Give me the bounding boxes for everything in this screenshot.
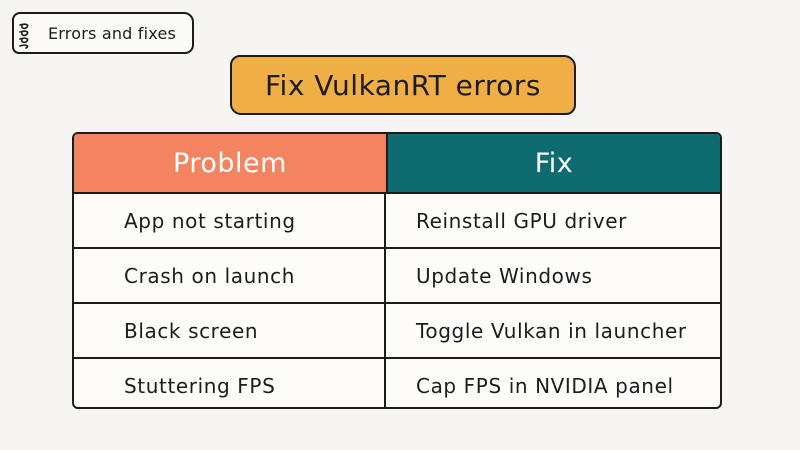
section-tag: Errors and fixes: [12, 12, 194, 54]
fix-cell: Toggle Vulkan in launcher: [416, 318, 687, 343]
header-problem: Problem: [74, 134, 388, 192]
title-banner: Fix VulkanRT errors: [230, 55, 576, 115]
table-row: Black screen Toggle Vulkan in launcher: [74, 304, 720, 359]
problem-cell: Black screen: [74, 304, 386, 357]
spiral-binding-icon: [19, 23, 29, 49]
header-fix: Fix: [388, 134, 720, 192]
table-header: Problem Fix: [74, 134, 720, 194]
problem-cell: Stuttering FPS: [74, 359, 386, 407]
fix-cell: Cap FPS in NVIDIA panel: [416, 373, 674, 398]
table-row: Stuttering FPS Cap FPS in NVIDIA panel: [74, 359, 720, 407]
page-title: Fix VulkanRT errors: [264, 68, 542, 102]
section-tag-label: Errors and fixes: [48, 24, 177, 43]
table-row: App not starting Reinstall GPU driver: [74, 194, 720, 249]
table-row: Crash on launch Update Windows: [74, 249, 720, 304]
fix-cell: Reinstall GPU driver: [416, 208, 627, 233]
problem-cell: Crash on launch: [74, 249, 386, 302]
errors-table: Problem Fix App not starting Reinstall G…: [72, 132, 722, 409]
fix-cell: Update Windows: [416, 263, 593, 288]
problem-cell: App not starting: [74, 194, 386, 247]
